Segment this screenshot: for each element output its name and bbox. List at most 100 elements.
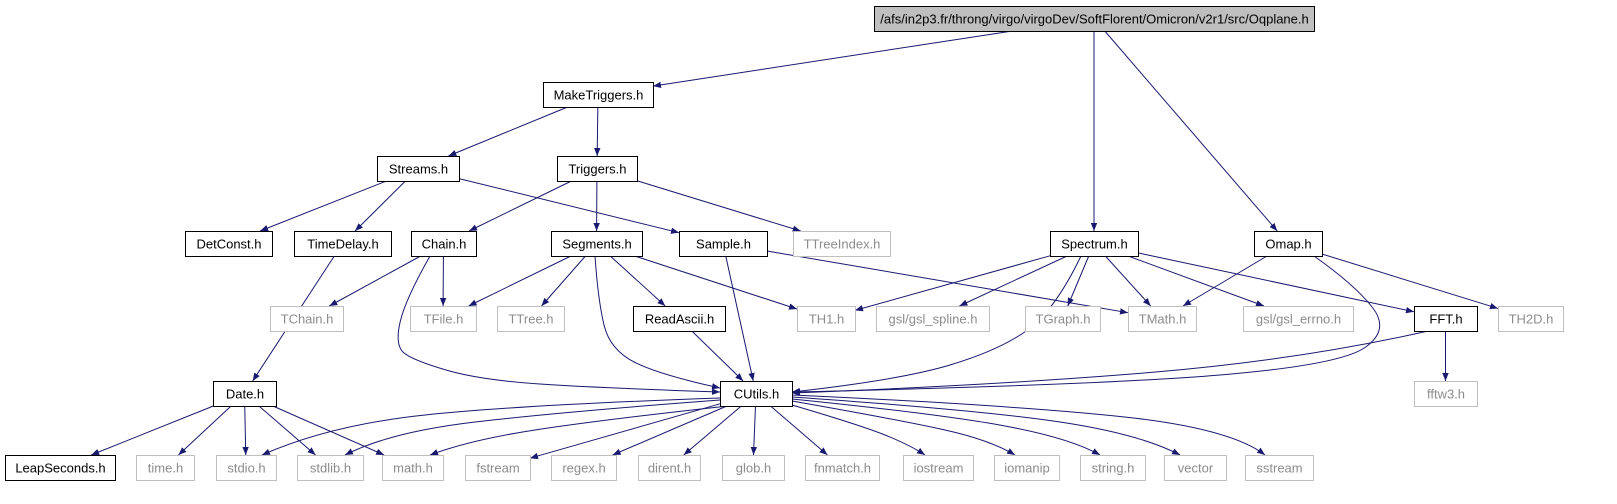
node-readascii[interactable]: ReadAscii.h [633,306,726,332]
edge-spectrum-to-fft [1137,252,1415,314]
node-label: gsl/gsl_errno.h [1256,312,1341,327]
node-label: Spectrum.h [1061,237,1127,252]
edge-oqplane-to-omap [1104,30,1278,232]
edge-date-to-leapseconds [90,405,214,456]
node-label: stdlib.h [310,461,351,476]
edge-date-to-math [272,405,385,456]
node-label: Chain.h [422,237,467,252]
edge-segments-to-ttree [541,255,586,307]
node-box [876,306,990,332]
edge-chain-to-tchain [329,255,421,307]
node-box [1243,306,1354,332]
edge-cutils-to-string [791,398,1101,456]
node-box [465,455,531,481]
node-box [213,381,277,407]
edge-cutils-to-stdio [261,397,721,456]
node-stdio: stdio.h [216,455,277,481]
node-box [294,231,392,257]
edge-date-to-stdlib [258,405,316,456]
node-cutils[interactable]: CUtils.h [720,381,793,407]
edges-layer [90,30,1499,460]
edge-streams-to-timedelay [354,180,406,232]
edge-omap-to-cutils [791,255,1381,396]
node-box [1080,455,1146,481]
node-detconst[interactable]: DetConst.h [185,231,273,257]
node-th2d: TH2D.h [1498,306,1564,332]
node-label: DetConst.h [196,237,261,252]
node-label: dirent.h [648,461,691,476]
edge-cutils-to-iomanip [791,400,1016,456]
node-string: string.h [1080,455,1146,481]
node-tgraph: TGraph.h [1025,306,1101,332]
node-leapseconds[interactable]: LeapSeconds.h [5,455,116,481]
node-box [543,82,654,108]
node-glob: glob.h [722,455,785,481]
node-label: math.h [393,461,433,476]
node-box [805,455,880,481]
node-label: TH2D.h [1509,312,1554,327]
node-label: ReadAscii.h [645,312,714,327]
edge-cutils-to-fstream [529,403,721,460]
edge-cutils-to-vector [791,396,1181,456]
node-box [411,231,477,257]
node-box [1414,306,1478,332]
node-label: TTree.h [508,312,553,327]
node-segments[interactable]: Segments.h [551,231,643,257]
node-sample[interactable]: Sample.h [679,231,768,257]
node-box [679,231,768,257]
node-box [297,455,364,481]
node-timedelay[interactable]: TimeDelay.h [294,231,392,257]
node-label: CUtils.h [734,387,780,402]
edge-segments-to-cutils [594,255,721,390]
edge-spectrum-to-tgraph [1067,255,1090,307]
edge-segments-to-th1 [634,255,798,310]
edge-triggers-to-chain [468,180,572,232]
node-math: math.h [382,455,444,481]
node-date[interactable]: Date.h [213,381,277,407]
edge-spectrum-to-tmath [1104,255,1152,307]
node-label: fnmatch.h [814,461,871,476]
edge-cutils-to-stdlib [344,399,721,456]
node-dirent: dirent.h [638,455,701,481]
node-tfile: TFile.h [410,306,477,332]
node-box [994,455,1060,481]
node-maketriggers[interactable]: MakeTriggers.h [543,82,654,108]
node-box [216,455,277,481]
node-label: TTreeIndex.h [804,237,881,252]
node-label: /afs/in2p3.fr/throng/virgo/virgoDev/Soft… [880,12,1308,27]
node-label: Date.h [226,387,264,402]
node-box [5,455,116,481]
node-box [1498,306,1564,332]
node-box [1164,455,1227,481]
node-triggers[interactable]: Triggers.h [557,156,638,182]
node-fstream: fstream [465,455,531,481]
node-box [497,306,565,332]
node-box [377,156,460,182]
nodes-layer: /afs/in2p3.fr/throng/virgo/virgoDev/Soft… [5,6,1564,481]
node-box [874,6,1315,32]
node-box [638,455,701,481]
node-box [270,306,344,332]
node-chain[interactable]: Chain.h [411,231,477,257]
node-box [185,231,273,257]
node-box [1128,306,1197,332]
node-omap[interactable]: Omap.h [1254,231,1323,257]
node-box [551,455,617,481]
node-box [1025,306,1101,332]
node-fftw3: fftw3.h [1414,381,1478,407]
edge-spectrum-to-th1 [854,255,1051,312]
edge-spectrum-to-gslspline [959,255,1068,307]
node-label: vector [1178,461,1214,476]
node-oqplane[interactable]: /afs/in2p3.fr/throng/virgo/virgoDev/Soft… [874,6,1315,32]
node-box [1245,455,1314,481]
node-label: Triggers.h [568,162,626,177]
edge-omap-to-th2d [1321,253,1499,310]
node-box [557,156,638,182]
node-box [793,231,891,257]
node-label: time.h [148,461,183,476]
node-spectrum[interactable]: Spectrum.h [1050,231,1139,257]
node-fft[interactable]: FFT.h [1414,306,1478,332]
node-streams[interactable]: Streams.h [377,156,460,182]
node-label: stdio.h [227,461,265,476]
